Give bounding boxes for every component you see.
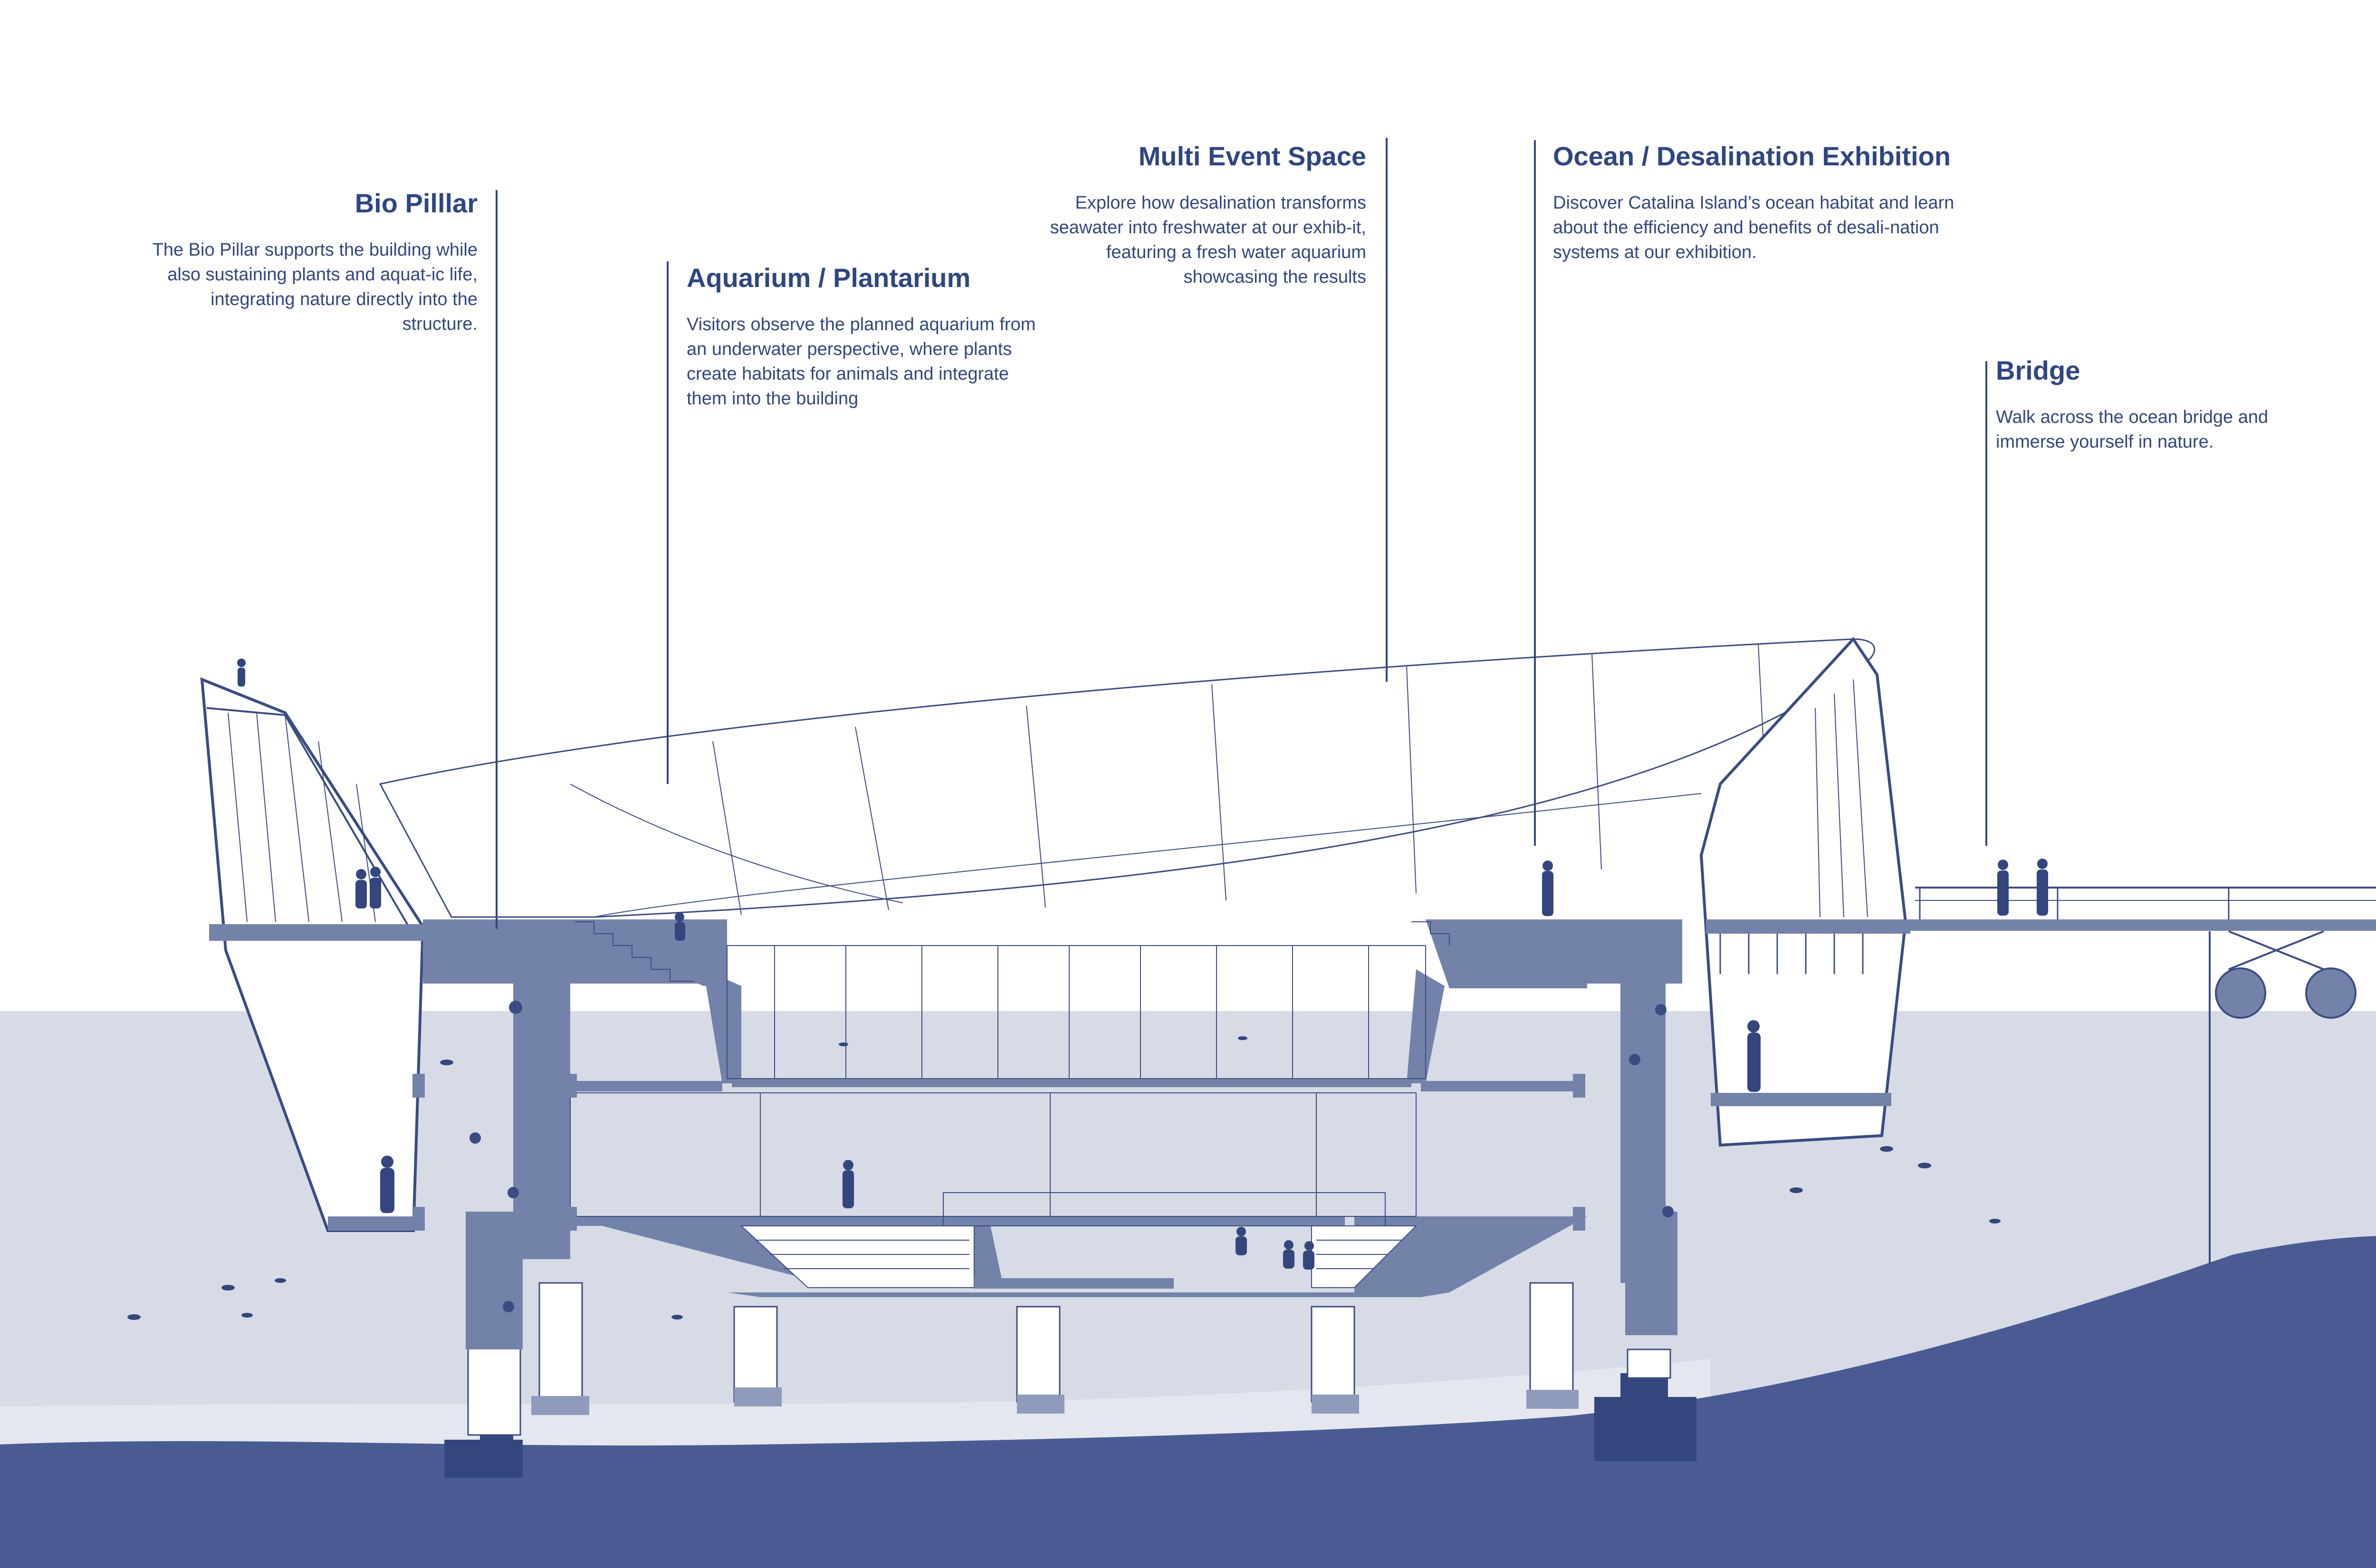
person-figure [380, 1156, 394, 1213]
label-aquarium-plantarium: Aquarium / Plantarium Visitors observe t… [687, 263, 1038, 411]
label-bridge: Bridge Walk across the ocean bridge and … [1996, 355, 2338, 454]
label-multi-event-space: Multi Event Space Explore how desalinati… [1017, 141, 1366, 289]
label-title: Bio Pilllar [354, 188, 478, 218]
label-description: Discover Catalina Island’s ocean habitat… [1553, 193, 1954, 263]
person-figure [1236, 1227, 1314, 1270]
pile-caps [531, 1387, 1579, 1415]
pillar-plants [469, 1001, 1674, 1312]
person-figure [1542, 860, 1553, 916]
label-description: Walk across the ocean bridge and immerse… [1996, 407, 2269, 452]
upper-stairs [575, 921, 1450, 982]
label-title: Multi Event Space [1138, 141, 1366, 171]
seabed [0, 1236, 2376, 1568]
person-figure [1747, 1020, 1761, 1092]
label-bio-pillar: Bio Pilllar The Bio Pillar supports the … [143, 188, 478, 336]
floor-slabs [565, 1079, 1578, 1226]
foundations [444, 1373, 1696, 1478]
label-ocean-desalination-exhibition: Ocean / Desalination Exhibition Discover… [1553, 141, 1981, 265]
label-description: The Bio Pillar supports the building whi… [152, 240, 478, 335]
person-figure [355, 867, 381, 908]
person-figure [675, 912, 685, 941]
label-description: Visitors observe the planned aquarium fr… [687, 315, 1036, 409]
person-figure [237, 659, 246, 687]
person-figure [1997, 859, 2048, 916]
roof-shell [379, 638, 1876, 918]
bridge [1906, 887, 2376, 1264]
right-wing [1699, 637, 1910, 1147]
piles [467, 1282, 1671, 1436]
label-title: Ocean / Desalination Exhibition [1553, 141, 1951, 171]
interior-glazing [570, 945, 1426, 1226]
left-column-windows [412, 1074, 1585, 1231]
leader-lines [496, 138, 1987, 929]
label-title: Aquarium / Plantarium [687, 263, 971, 293]
person-figure [843, 1160, 854, 1208]
people [237, 659, 2048, 1270]
fish [127, 1036, 2001, 1320]
label-description: Explore how desalination transforms seaw… [1050, 193, 1366, 287]
label-title: Bridge [1996, 355, 2080, 385]
auditorium-seating [740, 1225, 1418, 1289]
